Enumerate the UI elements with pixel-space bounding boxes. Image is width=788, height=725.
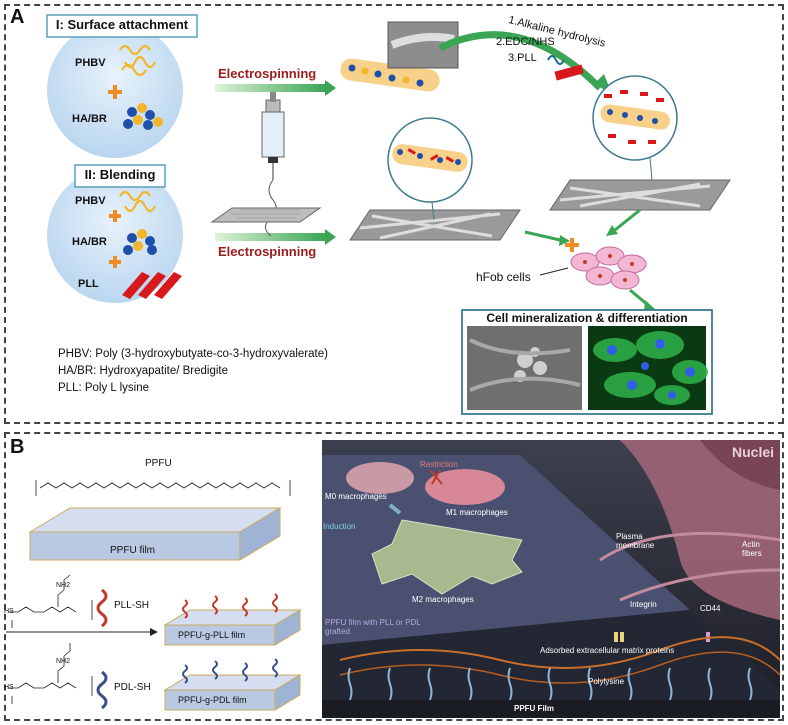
ecm-fibers <box>339 636 781 669</box>
pll-chain-icon <box>547 55 565 65</box>
actin-fibers-shape <box>599 531 781 602</box>
ppfu-structure <box>35 480 291 496</box>
film-grafted-label: PPFU film with PLL or PDL grafted <box>325 618 421 636</box>
electrospin-arrow-2 <box>215 233 325 241</box>
ppfu-g-pll-label: PPFU-g-PLL film <box>178 630 246 640</box>
arrow-to-cells-1 <box>524 230 561 242</box>
sem-mineralization-image <box>467 326 582 410</box>
panel-b-label: B <box>10 436 25 458</box>
habr-particles-2 <box>123 229 157 255</box>
strategy1-title: I: Surface attachment <box>55 17 189 32</box>
plasma-membrane-label: Plasma membrane <box>616 532 655 550</box>
fiber-mat-center <box>349 209 521 241</box>
strategy1-title-box <box>46 14 198 38</box>
polylysine-label: Polylysine <box>588 677 625 686</box>
pll-rods <box>122 272 182 299</box>
fiber-mat-right <box>549 179 731 211</box>
ppfu-g-pdl-film <box>163 658 302 711</box>
ppfu-film-bottom-band <box>322 700 780 718</box>
ppfu-film-bottom-label: PPFU Film <box>514 704 555 713</box>
pdl-sh-icon <box>96 670 108 710</box>
hfob-label: hFob cells <box>476 270 531 284</box>
m0-label: M0 macrophages <box>325 492 387 501</box>
pll-sh-structure <box>8 574 93 628</box>
strategy2-title: II: Blending <box>84 167 156 182</box>
step-2-label: 2.EDC/NHS <box>496 36 555 48</box>
electrospinning-label-1: Electrospinning <box>218 66 317 81</box>
hs-label-2: HS <box>4 684 14 691</box>
cd44-label: CD44 <box>700 604 721 613</box>
integrin-shape <box>614 632 624 642</box>
pll-rod-icon <box>554 64 584 81</box>
ppfu-film-side <box>322 610 780 718</box>
restriction-label: Restriction <box>420 460 458 469</box>
legend: PHBV: Poly (3-hydroxybutyate-co-3-hydrox… <box>58 346 328 397</box>
integrin-label: Integrin <box>630 600 657 609</box>
electrospinning-setup-icon <box>210 92 322 237</box>
legend-item-phbv: PHBV: Poly (3-hydroxybutyate-co-3-hydrox… <box>58 348 328 360</box>
ppfu-g-pll-film <box>163 593 302 646</box>
m1-macrophage-shape <box>425 469 505 505</box>
pll-label: PLL <box>78 278 99 290</box>
phbv-strands-2 <box>119 190 156 213</box>
phbv-label-2: PHBV <box>75 195 106 207</box>
legend-item-habr: HA/BR: Hydroxyapatite/ Bredigite <box>58 365 229 377</box>
m2-label: M2 macrophages <box>412 595 474 604</box>
plus-icon-2 <box>109 210 121 222</box>
panel-a-graphics <box>46 14 731 415</box>
m1-label: M1 macrophages <box>446 508 508 517</box>
hs-label-1: HS <box>4 608 14 615</box>
results-title: Cell mineralization & differentiation <box>486 311 688 325</box>
ppfu-g-pdl-label: PPFU-g-PDL film <box>178 695 247 705</box>
ecm-label: Adsorbed extracellular matrix proteins <box>540 646 675 655</box>
polylysine-strands <box>347 667 753 701</box>
nuclei-label: Nuclei <box>732 444 775 460</box>
habr-label-1: HA/BR <box>72 113 107 125</box>
large-cell-shape <box>620 440 780 620</box>
pdl-sh-structure <box>8 643 93 704</box>
ppfu-title: PPFU <box>145 458 172 469</box>
step-3-label: 3.PLL <box>508 52 537 64</box>
panel-a-label: A <box>10 6 25 28</box>
ppfu-film-label: PPFU film <box>110 545 155 556</box>
panel-a <box>4 4 784 424</box>
pll-sh-label: PLL-SH <box>114 600 150 611</box>
pll-sh-icon <box>96 588 108 628</box>
pdl-sh-label: PDL-SH <box>114 682 151 693</box>
hfob-pointer <box>539 267 569 276</box>
phbv-label-1: PHBV <box>75 57 106 69</box>
arrow-to-cells-2 <box>614 208 641 232</box>
panel-b <box>4 432 784 721</box>
m0-macrophage-shape <box>346 462 414 494</box>
fiber-with-particles <box>340 58 440 92</box>
electrospinning-label-2: Electrospinning <box>218 244 317 259</box>
nh2-label-2: NH2 <box>56 658 71 665</box>
strategy2-circle <box>47 167 183 303</box>
nh2-label-1: NH2 <box>56 582 71 589</box>
nucleus-shape <box>700 440 780 490</box>
actin-fibers-label: Actin fibers <box>742 540 762 558</box>
electrospin-arrow-1 <box>215 84 325 92</box>
plus-icon-cells <box>565 238 579 252</box>
phbv-strands-1 <box>119 44 156 77</box>
habr-particles-1 <box>123 103 163 130</box>
m2-macrophage-shape <box>371 519 523 595</box>
ppfu-film <box>28 507 282 561</box>
plus-icon-1 <box>108 85 122 99</box>
habr-label-2: HA/BR <box>72 236 107 248</box>
plus-icon-3 <box>109 256 121 268</box>
induction-label: Induction <box>323 522 356 531</box>
strategy2-title-box <box>74 164 166 188</box>
legend-item-pll: PLL: Poly L lysine <box>58 382 149 394</box>
induction-arrow <box>388 503 402 515</box>
